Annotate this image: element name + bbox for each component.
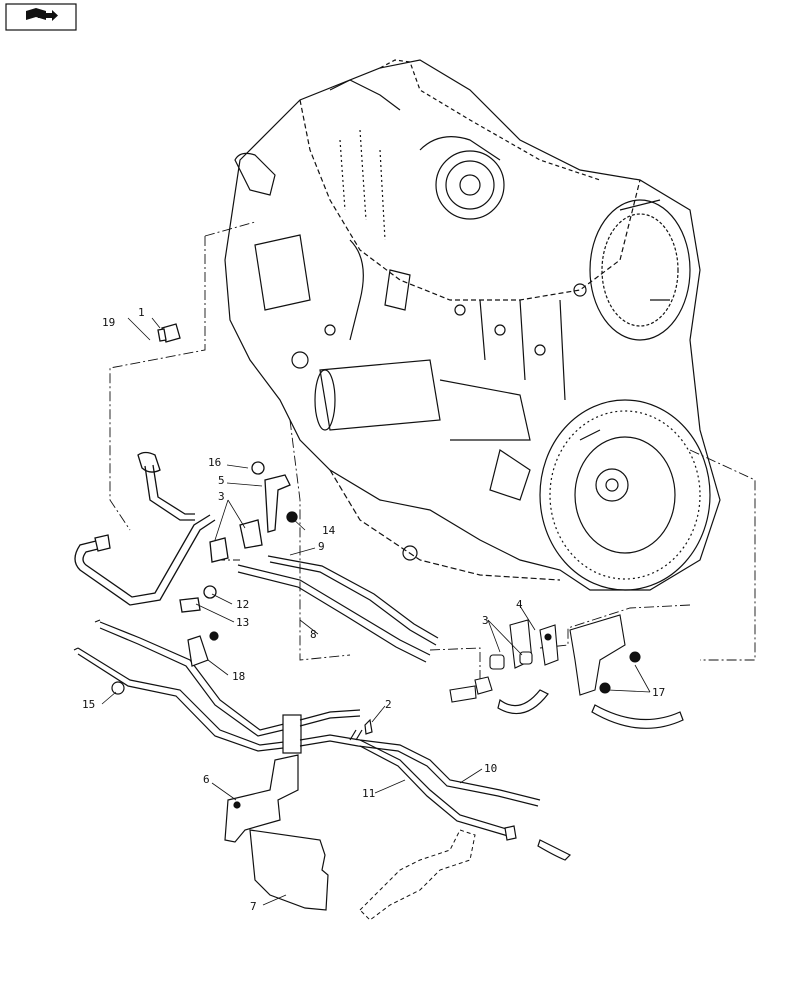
engine-assembly xyxy=(224,59,721,591)
callout-2: 2 xyxy=(385,698,392,711)
previous-page-button[interactable] xyxy=(5,3,77,31)
callout-5: 5 xyxy=(218,474,225,487)
leader-lines xyxy=(101,317,651,906)
callout-6: 6 xyxy=(203,773,210,786)
callout-4: 4 xyxy=(516,598,523,611)
callout-7: 7 xyxy=(250,900,257,913)
callout-3-right: 3 xyxy=(482,614,489,627)
lower-bracket-dashed xyxy=(359,829,476,921)
callout-11: 11 xyxy=(362,787,375,800)
callout-12: 12 xyxy=(236,598,249,611)
callout-10: 10 xyxy=(484,762,497,775)
callout-19: 19 xyxy=(102,316,115,329)
callout-labels: 1 19 16 5 3 14 9 12 13 8 18 15 2 10 11 6… xyxy=(82,306,665,913)
tube-assembly-left xyxy=(74,323,298,613)
callout-18: 18 xyxy=(232,670,245,683)
book-arrow-icon xyxy=(26,8,58,21)
callout-8: 8 xyxy=(310,628,317,641)
hose-short-right xyxy=(497,689,684,729)
callout-1: 1 xyxy=(138,306,145,319)
callout-15: 15 xyxy=(82,698,95,711)
callout-9: 9 xyxy=(318,540,325,553)
callout-14: 14 xyxy=(322,524,336,537)
bracket-group-right xyxy=(449,614,641,703)
callout-3-left: 3 xyxy=(218,490,225,503)
bracket-6-plate-7 xyxy=(224,754,329,911)
callout-16: 16 xyxy=(208,456,221,469)
callout-17: 17 xyxy=(652,686,665,699)
hose-long-8-9 xyxy=(237,555,439,663)
callout-13: 13 xyxy=(236,616,249,629)
tube-assembly-lower xyxy=(73,619,572,861)
